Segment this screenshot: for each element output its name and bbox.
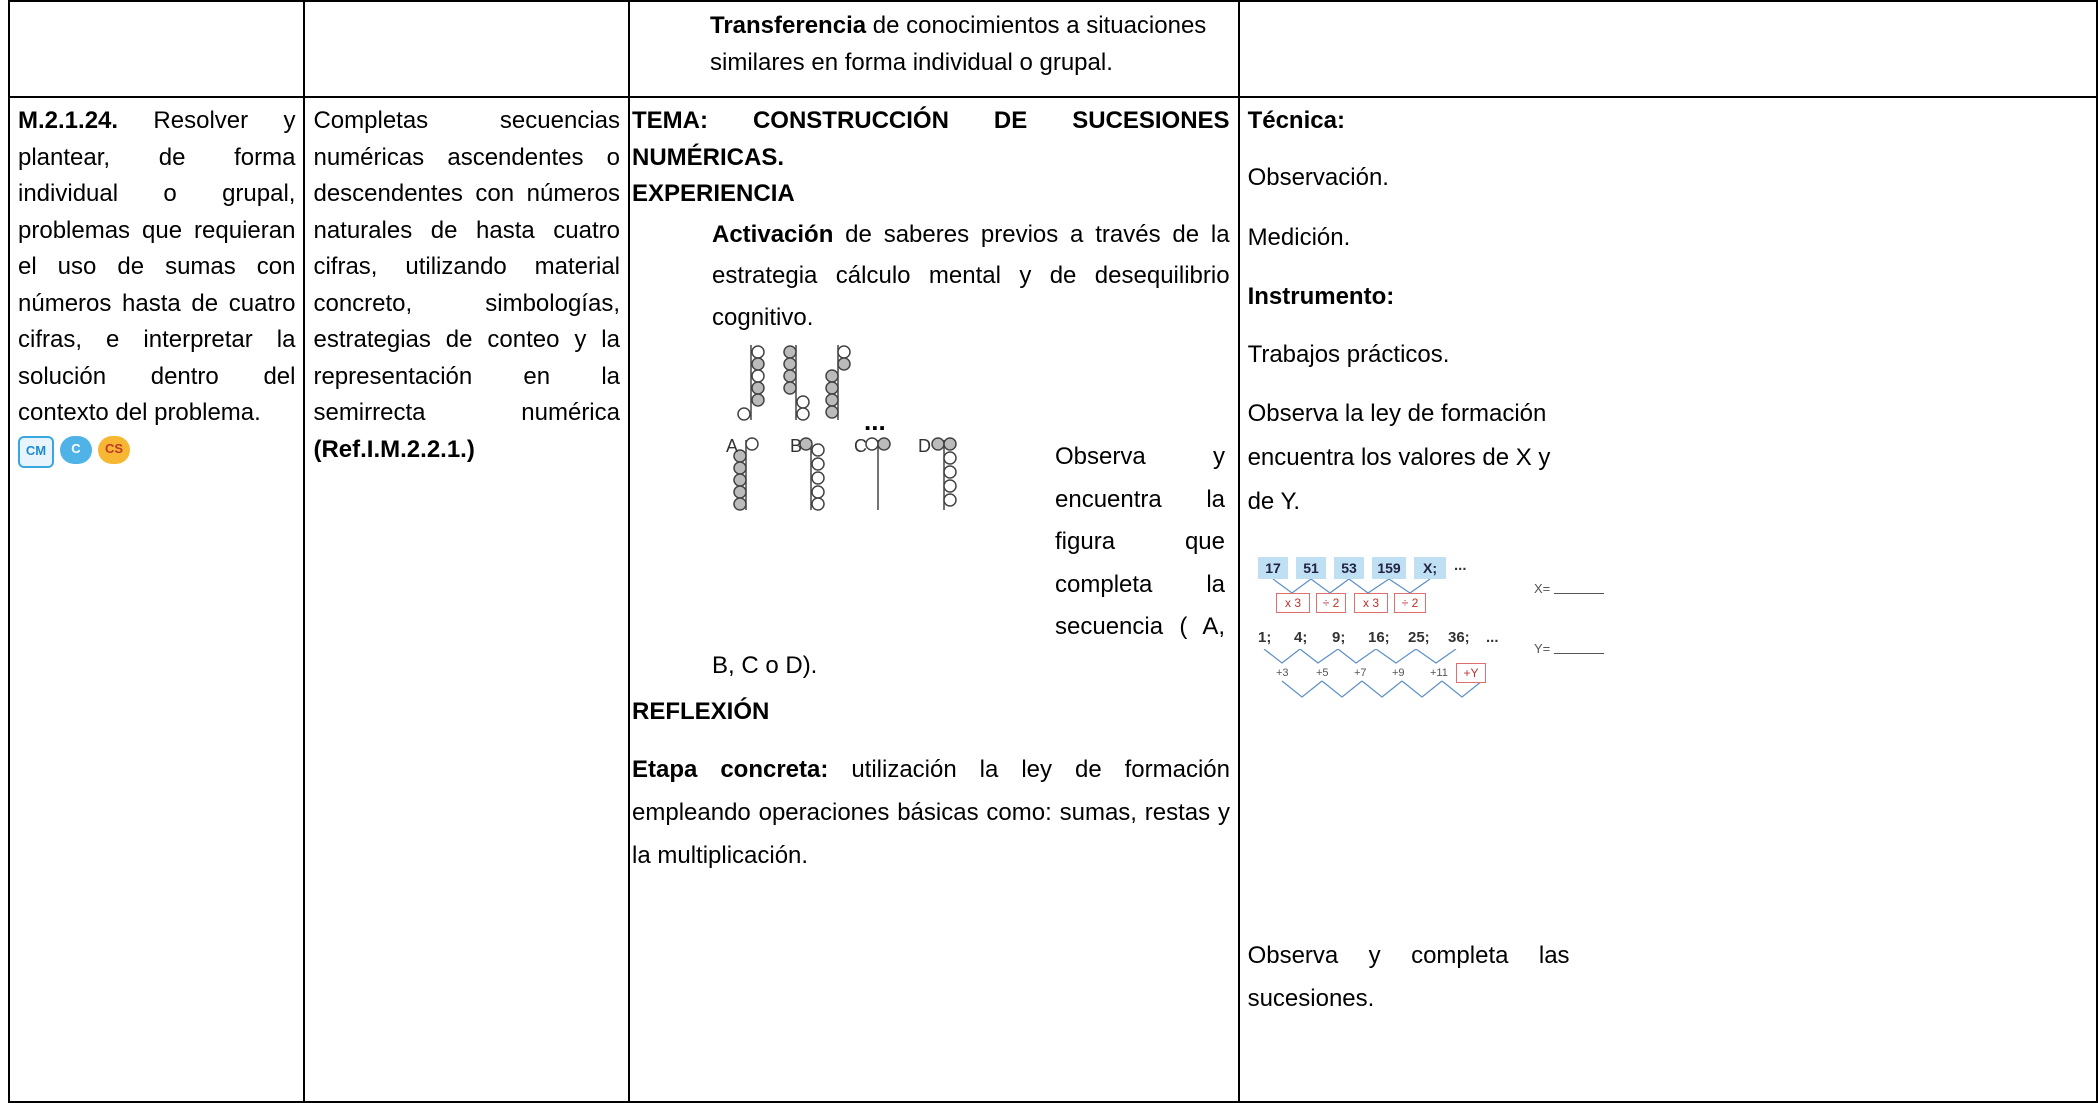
- seq2-arrows: [1263, 649, 1483, 698]
- seq1-item: 159: [1372, 557, 1406, 579]
- activacion-label: Activación: [712, 220, 834, 248]
- number-sequence-figure: 17 51 53 159 X; ... x 3 ÷ 2 x 3 ÷ 2 X= 1…: [1258, 555, 2098, 785]
- indicador-line: estrategias de conteo y la: [313, 326, 620, 353]
- option-a: A: [726, 436, 738, 456]
- indicador-line: descendentes con números: [313, 180, 620, 207]
- etapa-line: la multiplicación.: [632, 842, 809, 869]
- cm-icon: CM: [18, 435, 54, 468]
- cell-r1c1: [7, 0, 306, 98]
- seq2-op: +11: [1430, 667, 1448, 679]
- seq2-ellipsis: ...: [1486, 629, 1499, 646]
- seq2-item: 16;: [1368, 629, 1390, 646]
- y-label: Y=: [1534, 641, 1551, 656]
- observa-tail: B, C o D).: [712, 652, 818, 679]
- indicador-line: Completas secuencias: [313, 107, 620, 134]
- estrategias-cell: TEMA: CONSTRUCCIÓN DE SUCESIONES NUMÉRIC…: [628, 96, 1240, 1103]
- c-icon: C: [60, 435, 92, 464]
- experiencia-heading: EXPERIENCIA: [632, 180, 795, 207]
- transferencia-text-2: similares en forma individual o grupal.: [710, 48, 1113, 76]
- indicador-line: cifras, utilizando material: [313, 253, 620, 280]
- cell-r1c2: [303, 0, 630, 98]
- reflexion-heading: REFLEXIÓN: [632, 698, 770, 725]
- x-blank: [1554, 593, 1604, 594]
- seq1-op: ÷ 2: [1394, 593, 1426, 613]
- destreza-line: M.2.1.24. Resolver y: [18, 107, 296, 134]
- option-c: C: [854, 436, 867, 456]
- cell-r1c3: Transferencia de conocimientos a situaci…: [628, 0, 1240, 98]
- observa-formacion: Observa la ley de formación encuentra lo…: [1247, 399, 1551, 515]
- destreza-line: contexto del problema.: [18, 399, 261, 426]
- seq1-op: x 3: [1276, 593, 1310, 613]
- destreza-line: cifras, e interpretar la: [18, 326, 296, 353]
- table-row: M.2.1.24. Resolver y plantear, de forma …: [7, 96, 2098, 1103]
- destreza-line: números hasta de cuatro: [18, 289, 296, 317]
- y-blank: [1554, 653, 1604, 654]
- seq1-item: 51: [1296, 557, 1326, 579]
- seq2-op-y: +Y: [1456, 663, 1486, 683]
- seq1-op: x 3: [1354, 593, 1388, 613]
- seq1-item: X;: [1414, 557, 1446, 579]
- tema-line: TEMA: CONSTRUCCIÓN DE SUCESIONES: [632, 107, 1230, 134]
- destreza-cell: M.2.1.24. Resolver y plantear, de forma …: [7, 96, 306, 1103]
- seq1-item: 17: [1258, 557, 1288, 579]
- seq2-op: +3: [1276, 667, 1289, 679]
- destreza-line: individual o grupal,: [18, 180, 296, 207]
- table-row: Transferencia de conocimientos a situaci…: [7, 0, 2098, 98]
- seq1-item: 53: [1334, 557, 1364, 579]
- evaluacion-cell: Técnica: Observación. Medición. Instrume…: [1237, 96, 2098, 1103]
- indicador-cell: Completas secuencias numéricas ascendent…: [303, 96, 630, 1103]
- medicion-text: Medición.: [1247, 224, 1351, 251]
- activacion-line: cognitivo.: [712, 303, 814, 331]
- option-d: D: [918, 436, 931, 456]
- seq2-item: 9;: [1332, 629, 1346, 646]
- indicador-line: semirrecta numérica: [313, 399, 620, 426]
- destreza-code: M.2.1.24.: [18, 107, 119, 134]
- destreza-line: solución dentro del: [18, 362, 296, 390]
- etapa-line: empleando operaciones básicas como: suma…: [632, 799, 1230, 826]
- competency-icons: CM C CS: [18, 435, 295, 468]
- seq2-op: +7: [1354, 667, 1367, 679]
- etapa-label: Etapa concreta:: [632, 756, 829, 783]
- seq2-item: 4;: [1294, 629, 1308, 646]
- cell-r1c4: [1237, 0, 2098, 98]
- indicador-line: concreto, simbologías,: [313, 289, 620, 317]
- activacion-line: estrategia cálculo mental y de desequili…: [712, 262, 1230, 289]
- destreza-line: el uso de sumas con: [18, 253, 296, 280]
- destreza-line: plantear, de forma: [18, 143, 296, 171]
- bead-sequence-figure: ... A B C D: [726, 345, 957, 511]
- indicador-ref: (Ref.I.M.2.2.1.): [313, 435, 475, 463]
- planning-table: Transferencia de conocimientos a situaci…: [7, 0, 2098, 1103]
- seq1-op: ÷ 2: [1316, 593, 1346, 613]
- figure-dots: ...: [864, 406, 886, 436]
- transferencia-label: Transferencia: [710, 12, 867, 39]
- etapa-block: Etapa concreta: utilización la ley de fo…: [632, 748, 1230, 877]
- observa-side-text: Observa y encuentra la figura que comple…: [1055, 443, 1225, 640]
- final-instruction: Observa y completa las sucesiones.: [1247, 942, 1570, 1012]
- indicador-line: representación en la: [313, 362, 620, 390]
- observacion-text: Observación.: [1247, 163, 1389, 191]
- transferencia-text: de conocimientos a situaciones: [866, 12, 1207, 39]
- seq2-op: +5: [1316, 667, 1329, 679]
- seq2-item: 1;: [1258, 629, 1272, 646]
- trabajos-text: Trabajos prácticos.: [1247, 341, 1450, 368]
- seq2-item: 25;: [1408, 629, 1430, 646]
- tema-line-2: NUMÉRICAS.: [632, 143, 785, 171]
- seq2-item: 36;: [1448, 629, 1470, 646]
- seq2-op: +9: [1392, 667, 1405, 679]
- cs-icon: CS: [98, 435, 130, 464]
- x-label: X=: [1534, 581, 1551, 596]
- instrumento-label: Instrumento:: [1247, 282, 1395, 310]
- tecnica-label: Técnica:: [1247, 107, 1345, 134]
- destreza-line: problemas que requieran: [18, 216, 296, 244]
- indicador-line: numéricas ascendentes o: [313, 143, 620, 171]
- seq1-ellipsis: ...: [1454, 557, 1467, 574]
- indicador-line: naturales de hasta cuatro: [313, 216, 620, 244]
- option-b: B: [790, 436, 802, 456]
